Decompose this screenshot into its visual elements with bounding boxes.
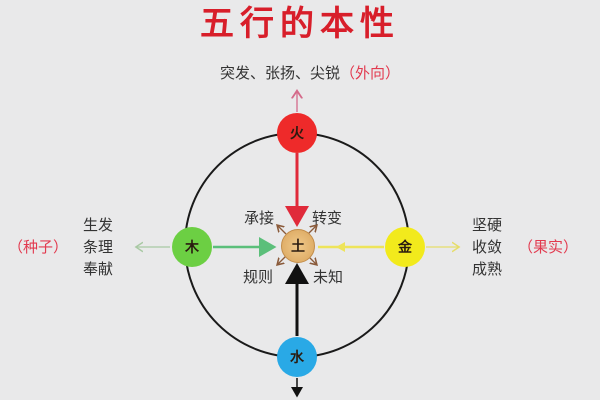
wood-traits: 生发 条理 奉献 <box>83 214 113 280</box>
metal-trait: 成熟 <box>472 260 503 278</box>
metal-trait: 坚硬 <box>472 216 503 234</box>
wood-trait: 奉献 <box>83 260 114 278</box>
earth-label: 土 <box>291 239 305 255</box>
metal-arrowhead <box>336 242 345 252</box>
wood-trait: 条理 <box>83 238 114 256</box>
wood-node: 木 <box>172 227 212 267</box>
fire-traits: 突发、张扬、尖锐 <box>220 64 341 82</box>
earth-label-top-left: 承接 <box>244 209 275 227</box>
metal-node: 金 <box>385 227 425 267</box>
metal-tag: （果实） <box>518 238 579 256</box>
wood-tag: （种子） <box>8 238 69 256</box>
earth-label-bottom-right: 未知 <box>313 268 344 286</box>
wood-trait: 生发 <box>83 216 114 234</box>
earth-label-bottom-left: 规则 <box>243 268 274 286</box>
metal-trait: 收敛 <box>472 238 503 256</box>
water-node: 水 <box>277 337 317 377</box>
earth-label-top-right: 转变 <box>312 209 343 227</box>
fire-label: 火 <box>290 126 304 142</box>
metal-traits: 坚硬 收敛 成熟 <box>472 214 502 280</box>
water-label: 水 <box>290 350 304 366</box>
fire-direction-tag: （外向） <box>340 64 401 82</box>
fire-node: 火 <box>277 113 317 153</box>
metal-label: 金 <box>398 240 412 256</box>
fire-description: 突发、张扬、尖锐（外向） <box>220 62 400 83</box>
diagram-title: 五行的本性 <box>200 4 400 44</box>
earth-node: 土 <box>281 229 315 263</box>
wood-label: 木 <box>185 240 199 256</box>
